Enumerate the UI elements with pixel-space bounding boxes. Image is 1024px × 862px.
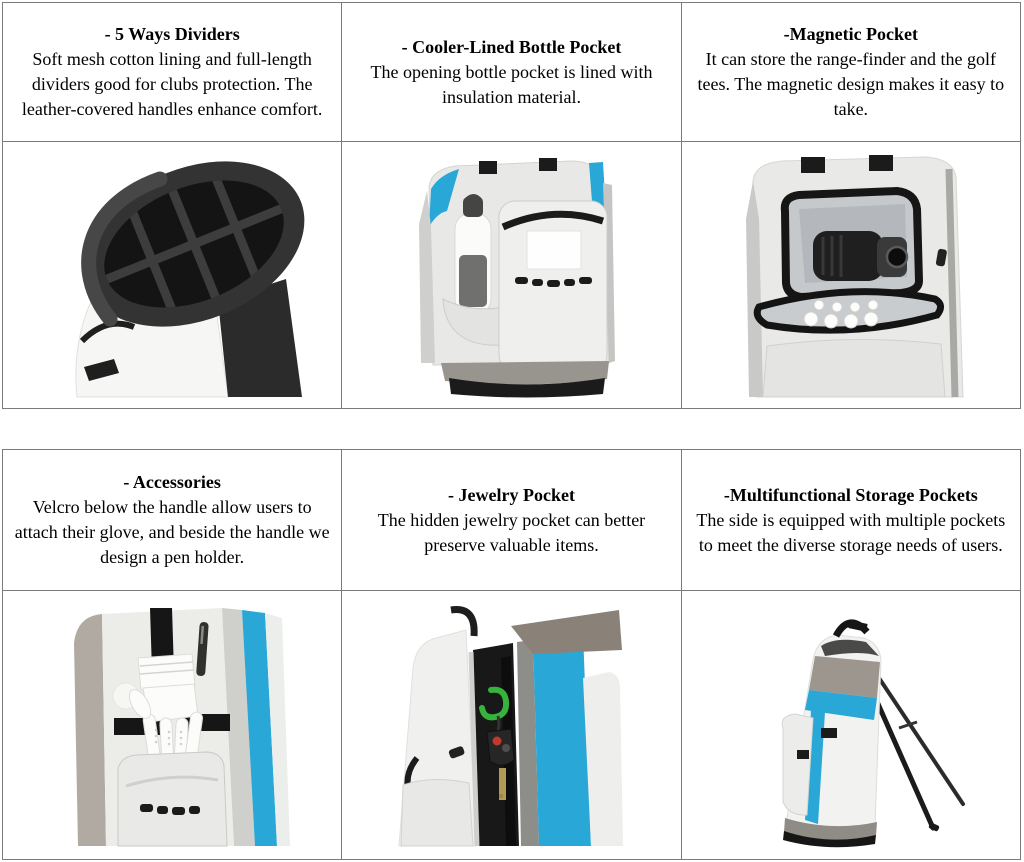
feature-title: -Multifunctional Storage Pockets bbox=[723, 484, 978, 505]
jewelry-pocket-photo bbox=[398, 606, 624, 847]
feature-title: -Magnetic Pocket bbox=[783, 24, 919, 44]
feature-cell-dividers: - 5 Ways Dividers Soft mesh cotton linin… bbox=[1, 2, 343, 142]
stand-bag-photo bbox=[781, 619, 965, 848]
feature-cell-bottle-pocket: - Cooler-Lined Bottle Pocket The opening… bbox=[341, 2, 682, 142]
text-row: - 5 Ways Dividers Soft mesh cotton linin… bbox=[1, 2, 1022, 142]
bottle-pocket-photo bbox=[419, 158, 616, 398]
feature-description: The opening bottle pocket is lined with … bbox=[370, 61, 653, 107]
text-row: - Accessories Velcro below the handle al… bbox=[1, 449, 1022, 591]
feature-cell-storage-pockets: -Multifunctional Storage Pockets The sid… bbox=[680, 449, 1022, 591]
features-table-top: - 5 Ways Dividers Soft mesh cotton linin… bbox=[1, 2, 1022, 409]
feature-title: - Jewelry Pocket bbox=[448, 484, 575, 505]
photo-cell bbox=[1, 141, 343, 409]
feature-cell-jewelry-pocket: - Jewelry Pocket The hidden jewelry pock… bbox=[341, 449, 682, 591]
feature-title: - 5 Ways Dividers bbox=[104, 24, 240, 44]
feature-title: - Cooler-Lined Bottle Pocket bbox=[401, 36, 622, 57]
feature-description: Velcro below the handle allow users to a… bbox=[14, 497, 330, 567]
feature-description: Soft mesh cotton lining and full-length … bbox=[21, 49, 323, 119]
magnetic-pocket-photo bbox=[745, 155, 964, 398]
feature-cell-magnetic-pocket: -Magnetic Pocket It can store the range-… bbox=[680, 2, 1022, 142]
table-gap bbox=[2, 409, 1022, 449]
features-table-bottom: - Accessories Velcro below the handle al… bbox=[1, 449, 1022, 860]
photo-cell bbox=[680, 141, 1022, 409]
photo-cell bbox=[341, 141, 682, 409]
accessories-photo bbox=[74, 608, 291, 847]
dividers-photo bbox=[75, 161, 305, 398]
feature-title: - Accessories bbox=[123, 472, 221, 492]
photo-cell bbox=[1, 590, 343, 860]
feature-description: The hidden jewelry pocket can better pre… bbox=[377, 509, 646, 555]
image-row bbox=[1, 590, 1022, 860]
feature-description: The side is equipped with multiple pocke… bbox=[696, 509, 1006, 555]
image-row bbox=[1, 141, 1022, 409]
feature-description: It can store the range-finder and the go… bbox=[697, 49, 1005, 119]
feature-cell-accessories: - Accessories Velcro below the handle al… bbox=[1, 449, 343, 591]
photo-cell bbox=[341, 590, 682, 860]
photo-cell bbox=[680, 590, 1022, 860]
